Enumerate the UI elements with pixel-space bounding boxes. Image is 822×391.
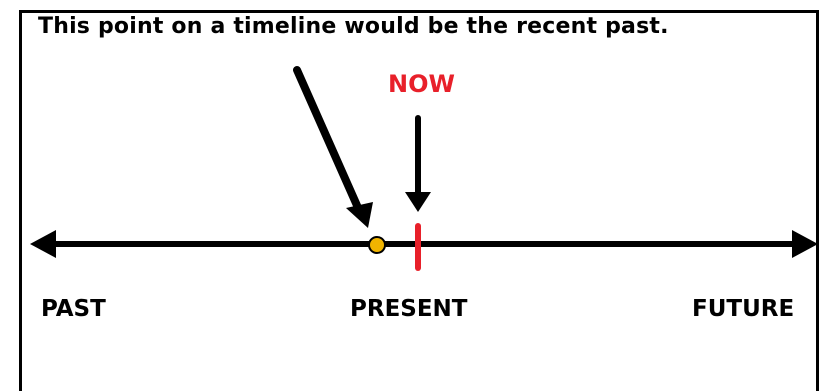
recent-past-pointer-arrow-shaft [293, 66, 363, 214]
future-label: FUTURE [692, 296, 795, 322]
recent-past-pointer-arrowhead [346, 202, 373, 228]
present-label: PRESENT [350, 296, 468, 322]
past-label: PAST [41, 296, 106, 322]
now-label: NOW [388, 70, 455, 98]
timeline-right-arrowhead [792, 230, 818, 258]
diagram-caption: This point on a timeline would be the re… [38, 14, 669, 39]
timeline-left-arrowhead [30, 230, 56, 258]
now-pointer-arrowhead [405, 192, 431, 212]
recent-past-point [368, 236, 386, 254]
